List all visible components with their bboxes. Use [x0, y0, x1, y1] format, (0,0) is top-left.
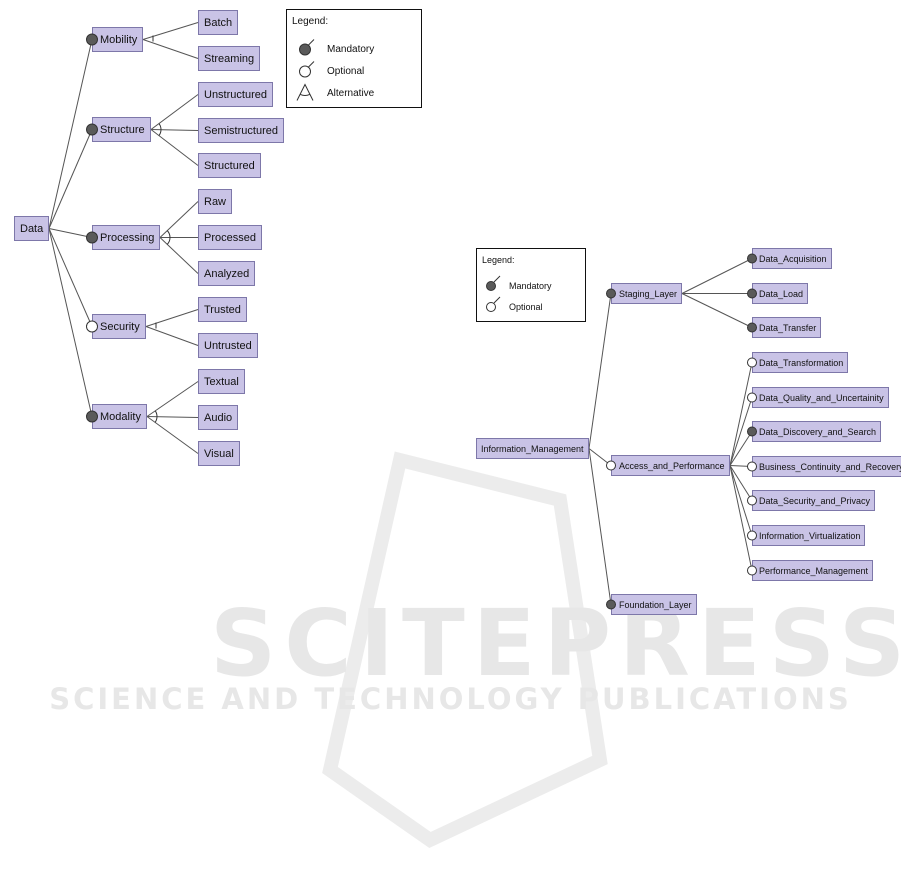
feature-security[interactable]: Security [92, 314, 146, 339]
legend-connector [307, 39, 315, 46]
optional-marker [86, 320, 98, 333]
edge [681, 293, 753, 328]
edge [150, 94, 199, 130]
edge [159, 237, 199, 274]
feature-untrusted[interactable]: Untrusted [198, 333, 258, 358]
edge [150, 129, 199, 166]
edge [48, 228, 93, 417]
edge [729, 431, 753, 466]
legend-connector [493, 296, 501, 304]
feature-textual[interactable]: Textual [198, 369, 245, 394]
feature-foundation-layer[interactable]: Foundation_Layer [611, 594, 697, 615]
feature-audio[interactable]: Audio [198, 405, 239, 430]
legend-mandatory-label: Mandatory [327, 44, 375, 55]
mandatory-marker [606, 599, 616, 610]
feature-unstructured[interactable]: Unstructured [198, 82, 273, 107]
edge [146, 416, 199, 454]
edge [729, 397, 753, 466]
mandatory-marker [86, 33, 98, 46]
optional-marker [606, 460, 616, 471]
edge [588, 448, 612, 605]
edge [729, 465, 753, 501]
edge [145, 326, 199, 346]
feature-processed[interactable]: Processed [198, 225, 262, 250]
edge [588, 293, 612, 449]
legend-alternative-symbol [296, 83, 314, 101]
legend-title: Legend: [292, 16, 329, 27]
legend-optional-label: Optional [509, 302, 543, 312]
mandatory-marker [86, 231, 98, 244]
feature-performance-management[interactable]: Performance_Management [752, 560, 874, 581]
feature-raw[interactable]: Raw [198, 189, 233, 214]
mandatory-marker [747, 426, 757, 437]
alternative-arc [166, 230, 171, 245]
edge [146, 381, 199, 417]
mandatory-marker [299, 43, 311, 56]
optional-marker [747, 392, 757, 403]
legend-optional-label: Optional [327, 66, 365, 77]
feature-semistructured[interactable]: Semistructured [198, 118, 284, 143]
edge [48, 228, 93, 327]
feature-modality[interactable]: Modality [92, 404, 147, 429]
edge [142, 22, 199, 40]
mandatory-marker [606, 288, 616, 299]
feature-mobility[interactable]: Mobility [92, 27, 144, 52]
watermark-title: SCITEPRESS [210, 590, 901, 697]
edge [729, 362, 753, 466]
optional-marker [747, 357, 757, 368]
mandatory-marker [747, 288, 757, 299]
feature-streaming[interactable]: Streaming [198, 46, 261, 71]
legend-connector [493, 275, 501, 283]
watermark-subtitle: SCIENCE AND TECHNOLOGY PUBLICATIONS [49, 682, 852, 716]
legend-alternative-label: Alternative [327, 88, 375, 99]
optional-marker [747, 565, 757, 576]
feature-processing[interactable]: Processing [92, 225, 161, 250]
optional-marker [747, 495, 757, 506]
optional-marker [747, 461, 757, 472]
mandatory-marker [747, 253, 757, 264]
feature-information-management[interactable]: Information_Management [476, 438, 589, 459]
feature-structured[interactable]: Structured [198, 153, 261, 178]
legend-title: Legend: [482, 255, 515, 265]
legend-alternative-arc [300, 93, 310, 96]
feature-trusted[interactable]: Trusted [198, 297, 247, 322]
feature-structure[interactable]: Structure [92, 117, 151, 142]
alternative-arc [158, 123, 162, 136]
edge [145, 309, 199, 327]
mandatory-marker [486, 281, 496, 291]
edge [48, 39, 93, 229]
optional-marker [299, 65, 311, 78]
edge [146, 416, 199, 418]
edge [142, 39, 199, 59]
feature-batch[interactable]: Batch [198, 10, 239, 35]
mandatory-marker [86, 123, 98, 136]
feature-data[interactable]: Data [14, 216, 50, 241]
edge [48, 129, 93, 229]
mandatory-marker [747, 322, 757, 333]
optional-marker [747, 530, 757, 541]
legend-connector [307, 61, 315, 68]
edge [729, 465, 753, 571]
edge [681, 258, 753, 294]
feature-visual[interactable]: Visual [198, 441, 240, 466]
alternative-arc [154, 410, 158, 423]
feature-analyzed[interactable]: Analyzed [198, 261, 256, 286]
legend-mandatory-label: Mandatory [509, 281, 552, 291]
edge [48, 228, 93, 238]
mandatory-marker [86, 410, 98, 423]
edge [729, 465, 753, 536]
edge [159, 201, 199, 238]
edge [150, 129, 199, 131]
optional-marker [486, 302, 496, 312]
